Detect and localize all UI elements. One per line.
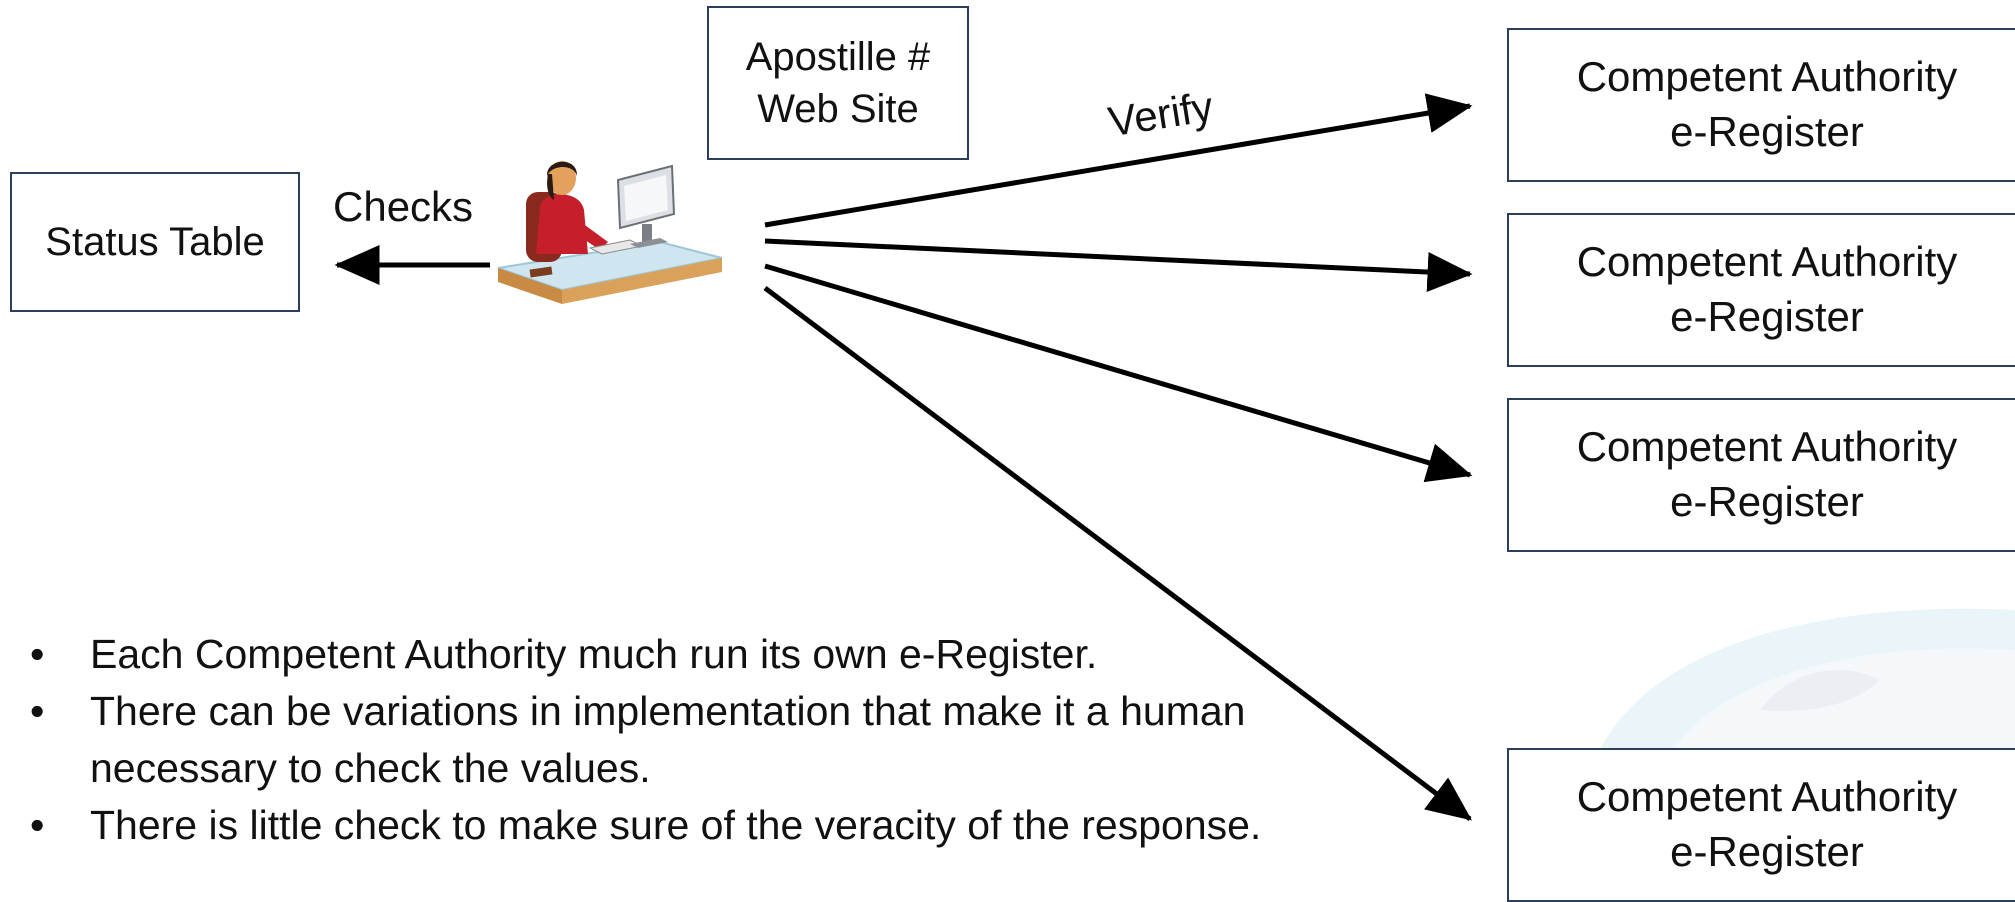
status-table-label: Status Table (45, 220, 265, 264)
verify-arrow-3 (764, 263, 1473, 483)
verify-arrow-1 (764, 93, 1473, 228)
competent-authority-box: Competent Authority e-Register (1507, 748, 2015, 902)
list-item: There can be variations in implementatio… (22, 683, 1322, 797)
competent-authority-subtitle: e-Register (1670, 108, 1864, 155)
competent-authority-box: Competent Authority e-Register (1507, 398, 2015, 552)
apostille-line2: Web Site (757, 87, 919, 131)
verify-arrow-2 (764, 238, 1473, 292)
verify-arrow-4 (763, 286, 1472, 821)
competent-authority-subtitle: e-Register (1670, 828, 1864, 875)
competent-authority-title: Competent Authority (1576, 53, 1958, 101)
apostille-web-site-box: Apostille # Web Site (707, 6, 969, 160)
status-table-box: Status Table (10, 172, 300, 312)
list-item: Each Competent Authority much run its ow… (22, 626, 1322, 683)
notes-list: Each Competent Authority much run its ow… (22, 626, 1322, 854)
checks-label: Checks (333, 183, 474, 230)
apostille-line1: Apostille # (745, 35, 931, 79)
list-item: There is little check to make sure of th… (22, 797, 1322, 854)
competent-authority-box: Competent Authority e-Register (1507, 213, 2015, 367)
person-at-computer-icon (497, 161, 723, 304)
competent-authority-title: Competent Authority (1576, 773, 1958, 821)
competent-authority-subtitle: e-Register (1670, 478, 1864, 525)
globe-watermark (1600, 608, 2015, 750)
competent-authority-subtitle: e-Register (1670, 293, 1864, 340)
competent-authority-box: Competent Authority e-Register (1507, 28, 2015, 182)
competent-authority-title: Competent Authority (1576, 238, 1958, 286)
competent-authority-title: Competent Authority (1576, 423, 1958, 471)
